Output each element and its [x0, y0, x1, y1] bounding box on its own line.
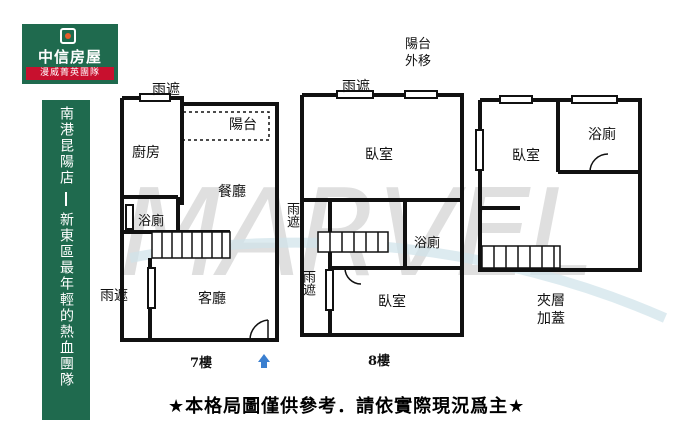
- label-7f-dining: 餐廳: [218, 184, 246, 200]
- label-8f-balcony-moved: 陽台外移: [404, 37, 431, 69]
- brand-name: 中信房屋: [37, 48, 102, 66]
- label-7f-canopy-top: 雨遮: [152, 82, 180, 98]
- label-7f-bath: 浴廁: [138, 214, 165, 229]
- label-9f-bedroom: 臥室: [512, 148, 540, 164]
- disclaimer: ★本格局圖僅供參考．請依實際現況爲主★: [168, 396, 526, 417]
- stairs: [151, 231, 561, 269]
- label-mezzanine: 夾層加蓋: [537, 293, 565, 327]
- label-8f: 8樓: [368, 354, 391, 369]
- brand-logo: 中信房屋 漫威菁英團隊: [22, 24, 118, 84]
- label-7f-canopy-left: 雨遮: [100, 288, 128, 304]
- label-8f-canopy-top: 雨遮: [342, 79, 370, 95]
- label-8f-canopy-mid: 雨遮: [284, 202, 299, 228]
- branch-sidebar: 南港昆陽店 新東區最年輕的熱血團隊: [42, 100, 90, 420]
- label-7f-living: 客廳: [198, 291, 226, 307]
- label-7f: 7樓: [190, 356, 213, 371]
- brand-slogan: 漫威菁英團隊: [26, 67, 114, 80]
- branch-name: 南港昆陽店: [58, 106, 74, 186]
- branch-tagline: 新東區最年輕的熱血團隊: [58, 212, 74, 388]
- label-8f-bedroom-top: 臥室: [365, 147, 393, 163]
- label-8f-bedroom-bottom: 臥室: [378, 294, 406, 310]
- label-8f-bath: 浴廁: [414, 236, 441, 251]
- windows: [125, 90, 618, 311]
- sidebar-divider: [65, 192, 67, 206]
- label-7f-kitchen: 廚房: [132, 145, 160, 161]
- label-7f-balcony: 陽台: [229, 117, 257, 133]
- label-9f-bath: 浴廁: [588, 127, 616, 143]
- entry-arrow-icon: [258, 354, 270, 368]
- logo-icon: [60, 28, 76, 44]
- label-8f-canopy-bottom: 雨遮: [300, 270, 315, 296]
